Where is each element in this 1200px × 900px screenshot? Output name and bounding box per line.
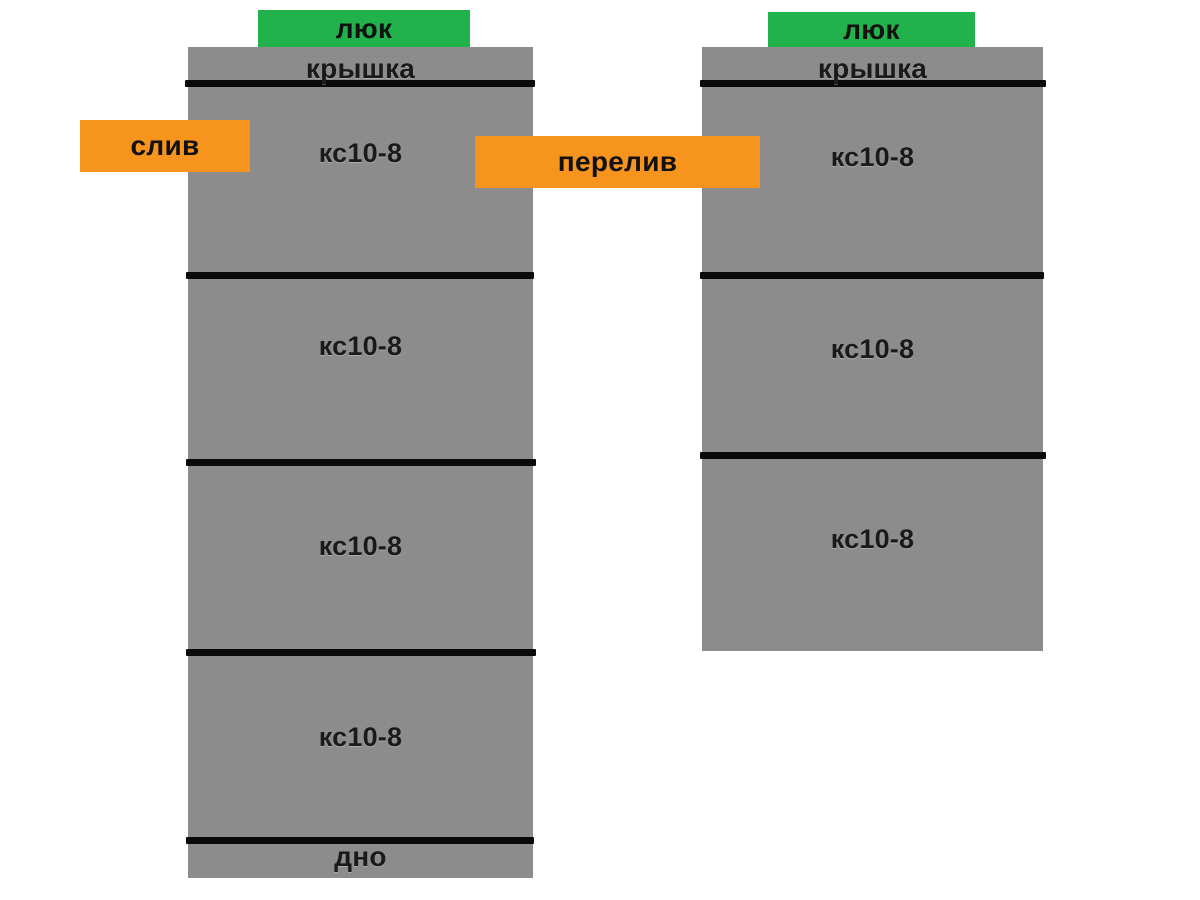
right-tank-section-ring-1: кс10-8	[830, 142, 915, 172]
right-tank-hatch-label: люк	[843, 13, 900, 45]
left-tank-section-bottom: дно	[334, 841, 387, 872]
left-tank-joint-1	[185, 80, 535, 87]
left-tank-joint-2	[186, 272, 534, 279]
left-tank-joint-4	[186, 649, 536, 656]
right-tank-hatch[interactable]: люк	[768, 12, 975, 47]
right-tank-joint-1	[700, 80, 1046, 87]
right-tank-section-ring-2: кс10-8	[830, 334, 915, 364]
overflow-pipe[interactable]: перелив	[475, 136, 760, 188]
drain-pipe-label: слив	[130, 130, 200, 161]
right-tank-section-cover: крышка	[817, 53, 928, 84]
left-tank-section-ring-3: кс10-8	[318, 531, 403, 561]
overflow-pipe-label: перелив	[557, 146, 678, 177]
left-tank-hatch-label: люк	[335, 12, 393, 44]
left-tank-section-cover: крышка	[305, 53, 416, 84]
left-tank-section-ring-2: кс10-8	[318, 331, 403, 361]
left-tank-section-ring-4: кс10-8	[318, 722, 403, 752]
right-tank-section-ring-3: кс10-8	[830, 524, 915, 554]
drain-pipe[interactable]: слив	[80, 120, 250, 172]
left-tank-joint-3	[186, 459, 536, 466]
right-tank-joint-3	[700, 452, 1046, 459]
left-tank-section-ring-1: кс10-8	[318, 138, 403, 168]
right-tank-joint-2	[700, 272, 1044, 279]
left-tank-joint-5	[186, 837, 534, 844]
left-tank-hatch[interactable]: люк	[258, 10, 470, 47]
